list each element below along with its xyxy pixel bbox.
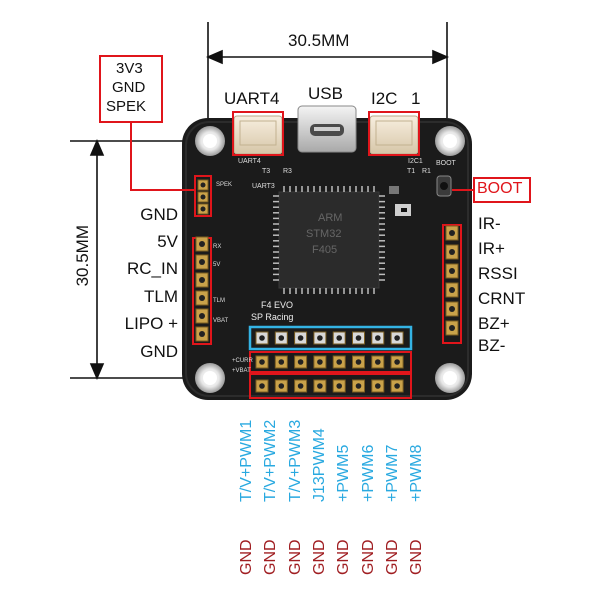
silk-uart4: UART4 [238, 158, 261, 165]
pwm-label-4: J13PWM4 [310, 428, 328, 502]
pwm-label-5: +PWM5 [335, 444, 353, 502]
callout-lines [99, 55, 531, 217]
right-pin-label-2: RSSI [478, 264, 518, 283]
silk-r1: R1 [422, 168, 431, 175]
uart4-label: UART4 [224, 89, 280, 108]
right-pin-label-0: IR- [478, 214, 501, 233]
pwm-gnd-label-5: GND [335, 539, 353, 575]
pwm-gnd-row [249, 373, 412, 399]
right-pin-row [442, 224, 462, 344]
pwm-gnd-label-6: GND [359, 539, 377, 575]
left-pin-label-3: TLM [144, 287, 178, 306]
callout-3v3: 3V3 [116, 60, 143, 77]
silk-brand-2: SP Racing [251, 312, 294, 322]
silk-vbat: VBAT [213, 318, 229, 324]
pwm-power-row [249, 351, 412, 373]
pwm-label-3: T/V+PWM3 [286, 419, 304, 502]
silk-boot: BOOT [436, 160, 456, 167]
pcb-board [182, 105, 472, 400]
pwm-label-2: T/V+PWM2 [262, 419, 280, 502]
boot-label: BOOT [477, 180, 523, 197]
i2c-connector [369, 115, 419, 155]
right-pin-label-1: IR+ [478, 239, 505, 258]
pwm-label-1: T/V+PWM1 [238, 419, 255, 502]
left-pin-label-4: LIPO + [124, 314, 178, 333]
pwm-label-7: +PWM7 [383, 444, 401, 502]
silk-brand-1: F4 EVO [261, 300, 294, 310]
pwm-gnd-label-7: GND [383, 539, 401, 575]
pwm-signal-row [248, 325, 413, 351]
spek-pad-box [194, 175, 212, 217]
usb-label: USB [308, 84, 343, 103]
silk-vbat2: +VBAT [232, 368, 251, 374]
right-pin-label-3: CRNT [478, 289, 526, 308]
silk-rx: RX [213, 244, 222, 250]
silk-r3: R3 [283, 168, 292, 175]
silk-spek: SPEK [216, 182, 233, 188]
pwm-gnd-label-2: GND [262, 539, 280, 575]
dimension-top-label: 30.5MM [288, 31, 350, 50]
callout-gnd: GND [112, 79, 146, 96]
pwm-label-6: +PWM6 [359, 444, 377, 502]
dimension-left [70, 138, 200, 381]
silk-uart3: UART3 [252, 183, 275, 190]
pwm-gnd-label-1: GND [238, 539, 255, 575]
left-pin-label-0: GND [140, 205, 178, 224]
pin1-label: 1 [411, 89, 421, 108]
left-pin-label-5: GND [140, 342, 178, 361]
silk-t1: T1 [407, 168, 416, 175]
silk-5v: 5V [213, 262, 221, 268]
uart4-connector [233, 115, 283, 155]
silk-mcu-3: F405 [312, 244, 338, 256]
pwm-label-8: +PWM8 [408, 444, 426, 502]
right-pin-label-5: BZ- [478, 336, 506, 355]
mcu-chip [278, 191, 380, 289]
silk-mcu-1: ARM [318, 212, 343, 224]
dimension-left-label: 30.5MM [73, 225, 92, 287]
silk-mcu-2: STM32 [306, 228, 342, 240]
left-pin-label-1: 5V [157, 232, 178, 251]
silk-tlm: TLM [213, 298, 225, 304]
pwm-gnd-label-4: GND [310, 539, 328, 575]
callout-spek: SPEK [106, 98, 147, 115]
pwm-gnd-label-8: GND [408, 539, 426, 575]
pwm-gnd-label-3: GND [286, 539, 304, 575]
silk-t3: T3 [262, 168, 271, 175]
right-pin-label-4: BZ+ [478, 314, 510, 333]
dimension-top [205, 22, 450, 118]
left-pin-label-2: RC_IN [126, 259, 178, 278]
silk-curr: +CURR [232, 358, 253, 364]
i2c-label: I2C [371, 89, 398, 108]
silk-i2c1: I2C1 [408, 158, 423, 165]
